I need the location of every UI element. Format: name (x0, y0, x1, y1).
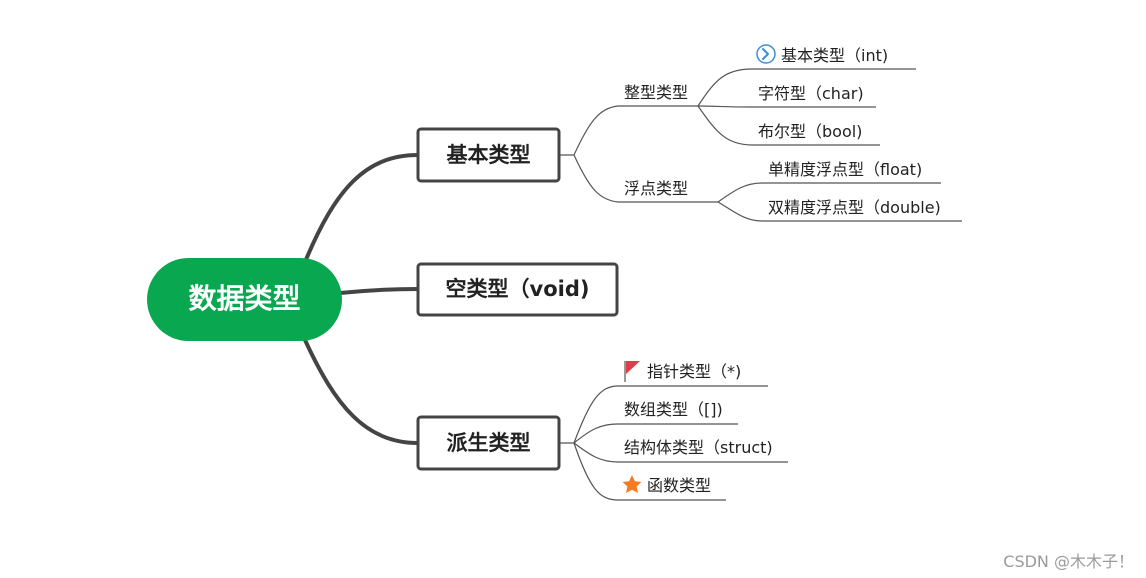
group-float-label[interactable]: 浮点类型 (624, 179, 688, 198)
derived-connectors (559, 385, 788, 501)
branch-basic[interactable]: 基本类型 (416, 127, 561, 183)
connector-pointer (559, 385, 768, 444)
item-struct[interactable]: 结构体类型（struct) (624, 438, 773, 457)
connector-bool (697, 105, 880, 146)
connector-basic (303, 153, 420, 264)
connector-char (697, 105, 876, 108)
root-label: 数据类型 (188, 282, 300, 315)
connector-float-item (717, 182, 941, 203)
item-array[interactable]: 数组类型（[]) (624, 400, 723, 419)
item-int[interactable]: 基本类型（int) (781, 46, 888, 65)
item-double[interactable]: 双精度浮点型（double) (768, 198, 941, 217)
root-connectors (303, 153, 420, 445)
connector-derived (303, 338, 420, 445)
chevron-circle-icon (756, 44, 776, 64)
item-bool[interactable]: 布尔型（bool) (758, 122, 862, 141)
watermark: CSDN @木木子！ (1003, 552, 1134, 571)
connector-float-group (573, 154, 718, 203)
basic-connectors (559, 68, 962, 222)
connector-function (573, 442, 726, 501)
connector-integer-group (559, 105, 698, 156)
red-flag-icon (624, 361, 640, 382)
item-float[interactable]: 单精度浮点型（float) (768, 160, 922, 179)
orange-star-icon (622, 475, 642, 493)
root-node[interactable]: 数据类型 (147, 258, 342, 341)
branch-void-label: 空类型（void) (446, 277, 590, 301)
connector-void (338, 287, 420, 295)
connector-array (573, 423, 738, 444)
connector-struct (573, 442, 788, 463)
branch-basic-label: 基本类型 (447, 143, 531, 167)
branch-derived-label: 派生类型 (447, 431, 531, 455)
group-integer-label[interactable]: 整型类型 (624, 83, 688, 102)
connector-double-item (717, 201, 962, 222)
branch-void[interactable]: 空类型（void) (416, 262, 619, 317)
item-pointer[interactable]: 指针类型（*) (647, 362, 741, 381)
branch-derived[interactable]: 派生类型 (416, 415, 561, 471)
item-char[interactable]: 字符型（char) (758, 84, 864, 103)
connector-int (697, 68, 916, 107)
item-function[interactable]: 函数类型 (647, 476, 711, 495)
